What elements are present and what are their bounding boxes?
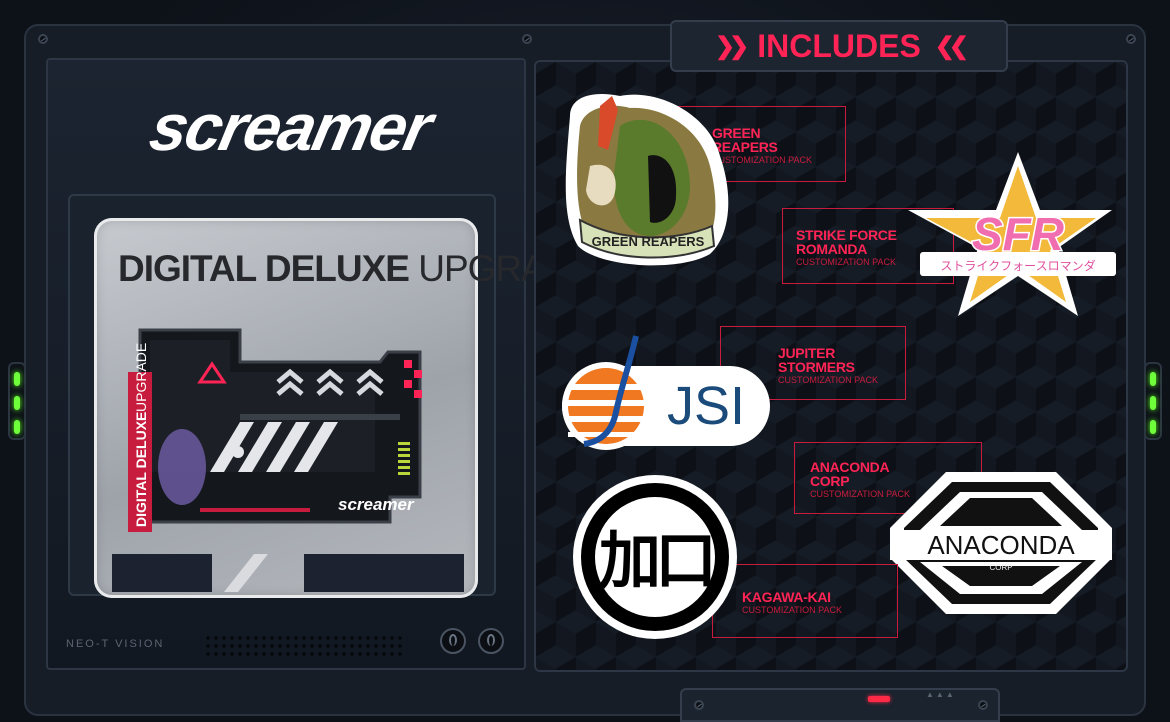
indicator-light [14, 372, 20, 386]
triangle-indicator-icon: ▲▲▲ [926, 690, 956, 699]
indicator-light [1150, 396, 1156, 410]
chevron-right-icon: ❯❯ [715, 32, 749, 60]
anaconda-sticker: ANACONDA CORP [890, 472, 1112, 614]
green-reapers-sticker: GREEN REAPERS [565, 94, 729, 266]
kagawa-kai-sticker-text: 加口 [599, 524, 711, 597]
gadget-side-text-bold: DIGITAL DELUXE [133, 412, 149, 527]
screw-icon [1126, 34, 1136, 44]
anaconda-sticker-subtext: CORP [989, 563, 1012, 572]
indicator-light [1150, 420, 1156, 434]
card-base-stripes [112, 554, 464, 592]
power-knob-icon[interactable] [478, 628, 504, 654]
sfr-sticker-text: SFR [972, 208, 1064, 260]
speaker-grille [204, 634, 404, 658]
pack-subtitle: CUSTOMIZATION PACK [742, 605, 843, 615]
pack-label-frame [720, 326, 906, 400]
indicator-light [14, 420, 20, 434]
screw-icon [978, 700, 988, 710]
kagawa-kai-sticker: 加口 [573, 475, 737, 639]
screw-icon [38, 34, 48, 44]
pack-subtitle: CUSTOMIZATION PACK [810, 489, 911, 499]
indicator-light [14, 396, 20, 410]
screw-icon [522, 34, 532, 44]
chevron-left-icon: ❮❮ [934, 32, 969, 60]
includes-heading: INCLUDES [757, 27, 921, 64]
pack-subtitle: CUSTOMIZATION PACK [796, 257, 897, 267]
status-led [868, 696, 890, 702]
indicator-light [1150, 372, 1156, 386]
right-indicator-lights [1144, 362, 1162, 440]
anaconda-sticker-text: ANACONDA [927, 530, 1075, 560]
jsi-sticker-text: JSI [667, 376, 745, 436]
sfr-sticker: SFR ストライクフォースロマンダ [908, 152, 1116, 316]
pack-subtitle: CUSTOMIZATION PACK [778, 375, 879, 385]
screw-icon [694, 700, 704, 710]
includes-header: ❯❯ INCLUDES ❮❮ [670, 20, 1008, 72]
device-model-label: NEO-T VISION [66, 638, 165, 650]
pack-label-frame [782, 208, 954, 284]
screamer-logo-text: screamer [144, 92, 442, 164]
screamer-logo: screamer [144, 92, 442, 164]
power-knob-icon[interactable] [440, 628, 466, 654]
pack-name-kagawa-kai: KAGAWA-KAI [742, 589, 831, 605]
gadget-logo: screamer [338, 495, 415, 514]
green-reapers-sticker-text: GREEN REAPERS [592, 234, 705, 249]
product-title-bold: DIGITAL DELUXE [118, 248, 410, 289]
product-title: DIGITAL DELUXE UPGRADE [118, 248, 595, 290]
sfr-sticker-subtext: ストライクフォースロマンダ [940, 258, 1095, 273]
left-indicator-lights [8, 362, 26, 440]
deluxe-gadget-illustration: DIGITAL DELUXE UPGRADE screamer [128, 328, 422, 532]
gadget-side-text-light: UPGRADE [133, 343, 149, 412]
pack-subtitle: CUSTOMIZATION PACK [712, 155, 813, 165]
jsi-sticker: JSI [562, 335, 770, 450]
